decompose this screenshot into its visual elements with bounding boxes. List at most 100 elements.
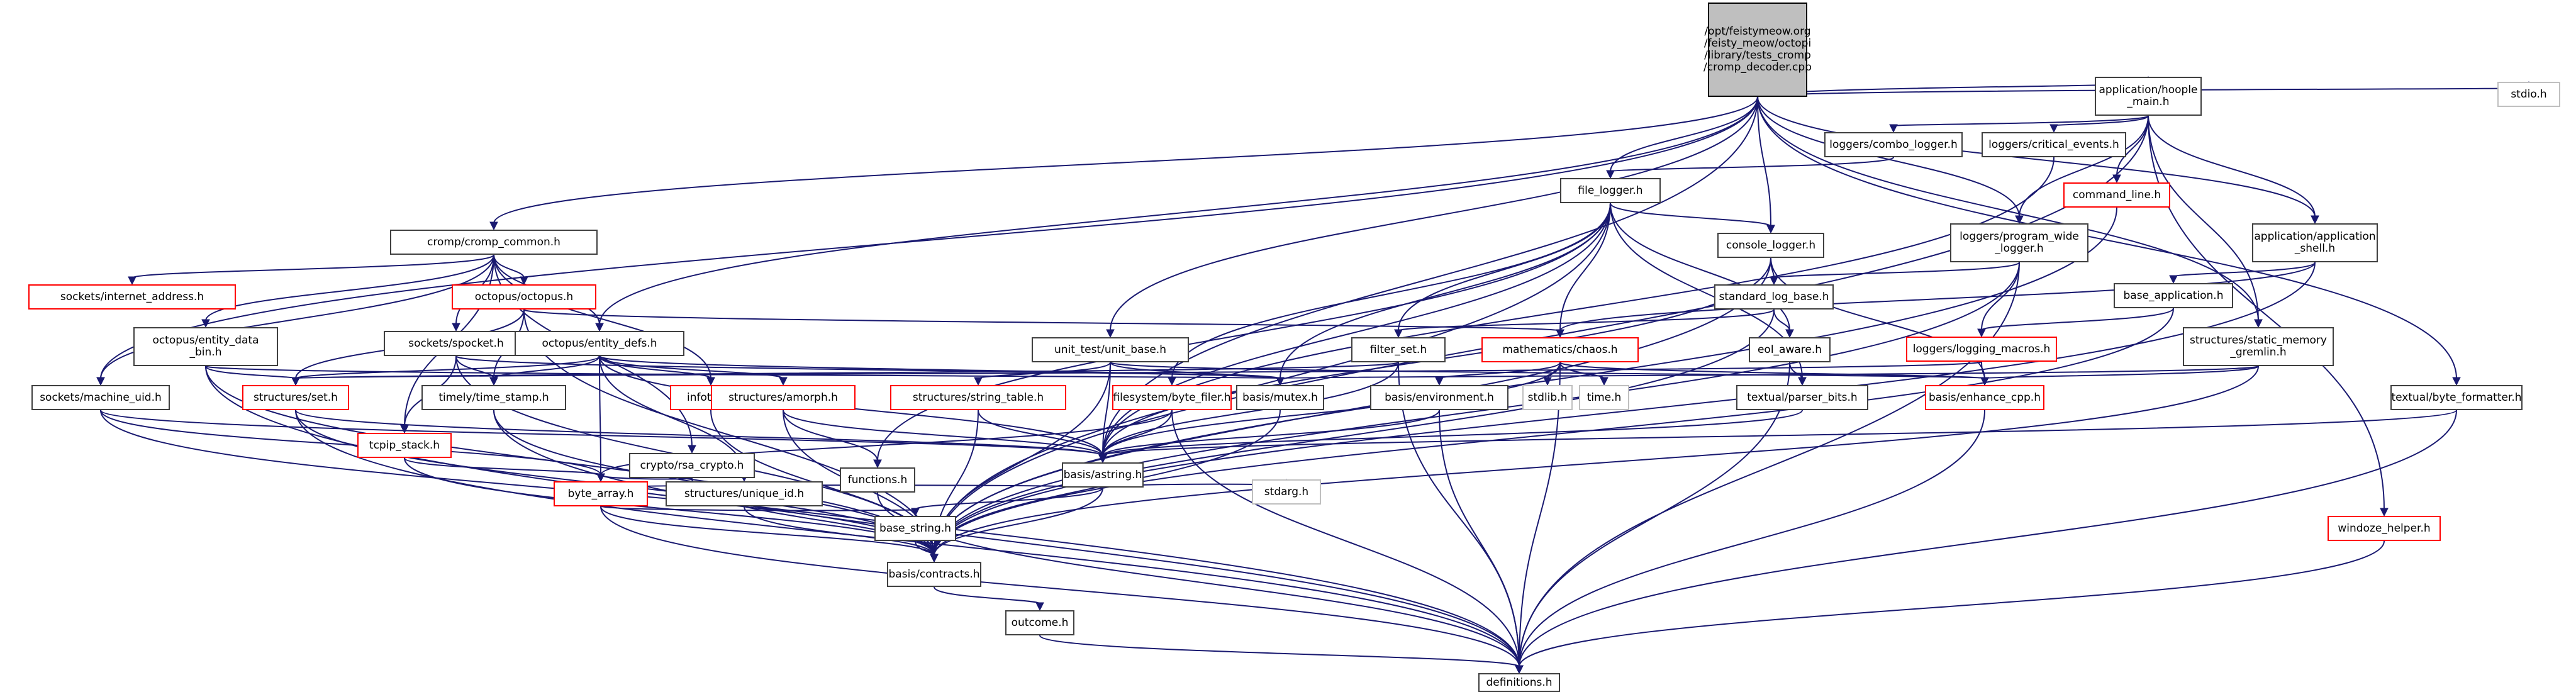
edge-root-to-entity_defs bbox=[599, 96, 1758, 325]
edge-root-to-cromp_common bbox=[493, 96, 1758, 224]
node-program-wide-logger[interactable]: loggers/program_wide _logger.h bbox=[1950, 223, 2088, 262]
edge-windoze_helper-to-definitions bbox=[1519, 540, 2385, 667]
edge-string_table-to-astring bbox=[978, 410, 1103, 457]
edge-astring-to-contracts bbox=[934, 487, 1103, 556]
edge-entity_defs-to-amorph bbox=[599, 355, 784, 379]
edge-chaos-to-enhance_cpp bbox=[1559, 362, 1985, 379]
edge-time_stamp-to-definitions bbox=[493, 410, 1520, 667]
edge-static_memory_gremlin-to-contracts bbox=[934, 366, 2259, 556]
arrowhead-icon bbox=[1276, 377, 1285, 386]
arrowhead-icon bbox=[2380, 508, 2389, 517]
arrowhead-icon bbox=[1106, 329, 1115, 338]
node-enhance-cpp[interactable]: basis/enhance_cpp.h bbox=[1925, 385, 2044, 410]
node-parser-bits[interactable]: textual/parser_bits.h bbox=[1736, 385, 1868, 410]
node-unit-base[interactable]: unit_test/unit_base.h bbox=[1032, 337, 1189, 362]
node-static-memory-gremlin[interactable]: structures/static_memory _gremlin.h bbox=[2183, 327, 2334, 366]
edge-static_memory_gremlin-to-enhance_cpp bbox=[1984, 366, 2259, 379]
node-environment[interactable]: basis/environment.h bbox=[1370, 385, 1508, 410]
node-octopus[interactable]: octopus/octopus.h bbox=[452, 284, 596, 310]
arrowhead-icon bbox=[1766, 225, 1775, 234]
edge-hoople_main-to-contracts bbox=[934, 115, 2149, 556]
arrowhead-icon bbox=[96, 377, 105, 386]
edge-filter_set-to-astring bbox=[1102, 362, 1399, 457]
node-time[interactable]: time.h bbox=[1579, 385, 1629, 410]
node-byte-formatter[interactable]: textual/byte_formatter.h bbox=[2390, 385, 2523, 410]
node-amorph[interactable]: structures/amorph.h bbox=[711, 385, 856, 410]
arrowhead-icon bbox=[1035, 602, 1044, 611]
edge-entity_defs-to-set bbox=[295, 355, 600, 379]
edge-octopus-to-chaos bbox=[523, 309, 1561, 332]
node-tcpip-stack[interactable]: tcpip_stack.h bbox=[357, 433, 452, 458]
node-base-application[interactable]: base_application.h bbox=[2114, 283, 2233, 308]
edge-root-to-file_logger bbox=[1610, 96, 1758, 172]
edge-entity_defs-to-infoton bbox=[599, 355, 711, 379]
edge-environment-to-definitions bbox=[1439, 410, 1520, 667]
node-windoze-helper[interactable]: windoze_helper.h bbox=[2328, 516, 2441, 541]
node-combo-logger[interactable]: loggers/combo_logger.h bbox=[1824, 132, 1963, 157]
edge-outcome-to-definitions bbox=[1039, 635, 1520, 667]
node-internet-address[interactable]: sockets/internet_address.h bbox=[28, 284, 236, 310]
node-chaos[interactable]: mathematics/chaos.h bbox=[1481, 337, 1639, 362]
node-stdlib[interactable]: stdlib.h bbox=[1522, 385, 1573, 410]
edge-cromp_common-to-entity_data_bin bbox=[205, 254, 494, 321]
edge-enhance_cpp-to-definitions bbox=[1519, 410, 1985, 667]
node-entity-defs[interactable]: octopus/entity_defs.h bbox=[515, 331, 684, 356]
node-hoople-main[interactable]: application/hoople _main.h bbox=[2095, 77, 2202, 116]
edge-base_application-to-logging_macros bbox=[1981, 308, 2174, 331]
arrowhead-icon bbox=[291, 377, 300, 386]
node-eol-aware[interactable]: eol_aware.h bbox=[1749, 337, 1831, 362]
edge-standard_log_base-to-contracts bbox=[934, 309, 1775, 556]
node-functions[interactable]: functions.h bbox=[840, 467, 915, 493]
edge-file_logger-to-console_logger bbox=[1610, 203, 1771, 227]
node-critical-events[interactable]: loggers/critical_events.h bbox=[1982, 132, 2126, 157]
arrowhead-icon bbox=[1980, 377, 1989, 386]
node-astring[interactable]: basis/astring.h bbox=[1062, 462, 1144, 488]
node-string-table[interactable]: structures/string_table.h bbox=[890, 385, 1066, 410]
edge-machine_uid-to-astring bbox=[100, 410, 1103, 457]
node-console-logger[interactable]: console_logger.h bbox=[1717, 233, 1824, 258]
node-time-stamp[interactable]: timely/time_stamp.h bbox=[421, 385, 566, 410]
edge-byte_filer-to-definitions bbox=[1171, 410, 1520, 667]
node-spocket[interactable]: sockets/spocket.h bbox=[384, 331, 528, 356]
node-file-logger[interactable]: file_logger.h bbox=[1560, 178, 1661, 203]
node-stdarg[interactable]: stdarg.h bbox=[1252, 479, 1321, 505]
node-base-string[interactable]: base_string.h bbox=[874, 516, 956, 541]
node-cromp-common[interactable]: cromp/cromp_common.h bbox=[390, 230, 598, 255]
node-logging-macros[interactable]: loggers/logging_macros.h bbox=[1906, 337, 2057, 362]
edge-file_logger-to-byte_filer bbox=[1171, 203, 1611, 379]
arrowhead-icon bbox=[779, 377, 788, 386]
arrowhead-icon bbox=[974, 377, 983, 386]
node-unique-id[interactable]: structures/unique_id.h bbox=[666, 481, 823, 506]
node-rsa-crypto[interactable]: crypto/rsa_crypto.h bbox=[629, 453, 755, 478]
arrowhead-icon bbox=[2254, 319, 2263, 328]
edge-command_line-to-contracts bbox=[934, 207, 2117, 556]
edge-chaos-to-astring bbox=[1102, 362, 1561, 457]
node-set[interactable]: structures/set.h bbox=[242, 385, 349, 410]
node-filter-set[interactable]: filter_set.h bbox=[1351, 337, 1446, 362]
node-machine-uid[interactable]: sockets/machine_uid.h bbox=[31, 385, 170, 410]
arrowhead-icon bbox=[1977, 328, 1986, 338]
node-byte-array[interactable]: byte_array.h bbox=[554, 481, 648, 506]
node-standard-log-base[interactable]: standard_log_base.h bbox=[1714, 284, 1834, 310]
node-application-shell[interactable]: application/application _shell.h bbox=[2252, 223, 2378, 262]
node-mutex[interactable]: basis/mutex.h bbox=[1236, 385, 1324, 410]
node-contracts[interactable]: basis/contracts.h bbox=[887, 562, 981, 587]
node-stdio[interactable]: stdio.h bbox=[2497, 82, 2560, 107]
edge-rsa_crypto-to-byte_array bbox=[600, 474, 693, 480]
node-entity-data-bin[interactable]: octopus/entity_data _bin.h bbox=[133, 327, 278, 366]
arrowhead-icon bbox=[2452, 377, 2461, 386]
edge-set-to-astring bbox=[295, 410, 1103, 457]
arrowhead-icon bbox=[2015, 215, 2024, 225]
node-command-line[interactable]: command_line.h bbox=[2063, 182, 2170, 208]
node-byte-filer[interactable]: filesystem/byte_filer.h bbox=[1112, 385, 1232, 410]
edge-parser_bits-to-astring bbox=[1102, 410, 1803, 457]
edge-entity_data_bin-to-definitions bbox=[205, 366, 1520, 667]
node-root[interactable]: /opt/feistymeow.org /feisty_meow/octopi … bbox=[1703, 3, 1812, 97]
arrowhead-icon bbox=[596, 473, 605, 483]
arrowhead-icon bbox=[2169, 275, 2178, 284]
edge-base_application-to-contracts bbox=[934, 308, 2174, 556]
node-outcome[interactable]: outcome.h bbox=[1005, 610, 1074, 635]
arrowhead-icon bbox=[930, 554, 939, 563]
edge-root-to-console_logger bbox=[1757, 96, 1771, 227]
arrowhead-icon bbox=[2311, 215, 2319, 225]
